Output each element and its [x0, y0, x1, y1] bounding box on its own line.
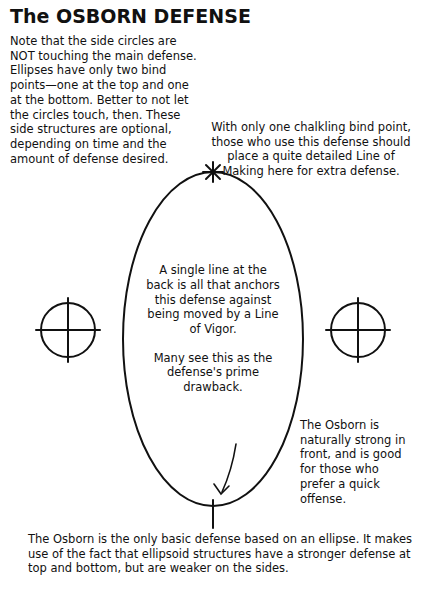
note-text: Note that the side circles are NOT touch…: [10, 34, 202, 166]
ellipse-outline: [123, 172, 303, 506]
ellipse-text-group: A single line at the back is all that an…: [145, 263, 281, 395]
note-text: The Osborn is the only basic defense bas…: [28, 532, 416, 576]
defense-ellipse: A single line at the back is all that an…: [123, 172, 303, 506]
side-circle: [326, 298, 390, 362]
ellipse-text: A single line at the back is all that an…: [145, 263, 281, 337]
side-circle: [36, 298, 100, 362]
note-text: The Osborn is naturally strong in front,…: [300, 418, 416, 506]
anchor-line: [212, 500, 214, 528]
ellipse-text: Many see this as the defense's prime dra…: [145, 351, 281, 395]
pointer-arrow: [214, 444, 236, 494]
diagram-title: The OSBORN DEFENSE: [10, 6, 251, 27]
note-text: With only one chalkling bind point, thos…: [208, 120, 414, 179]
